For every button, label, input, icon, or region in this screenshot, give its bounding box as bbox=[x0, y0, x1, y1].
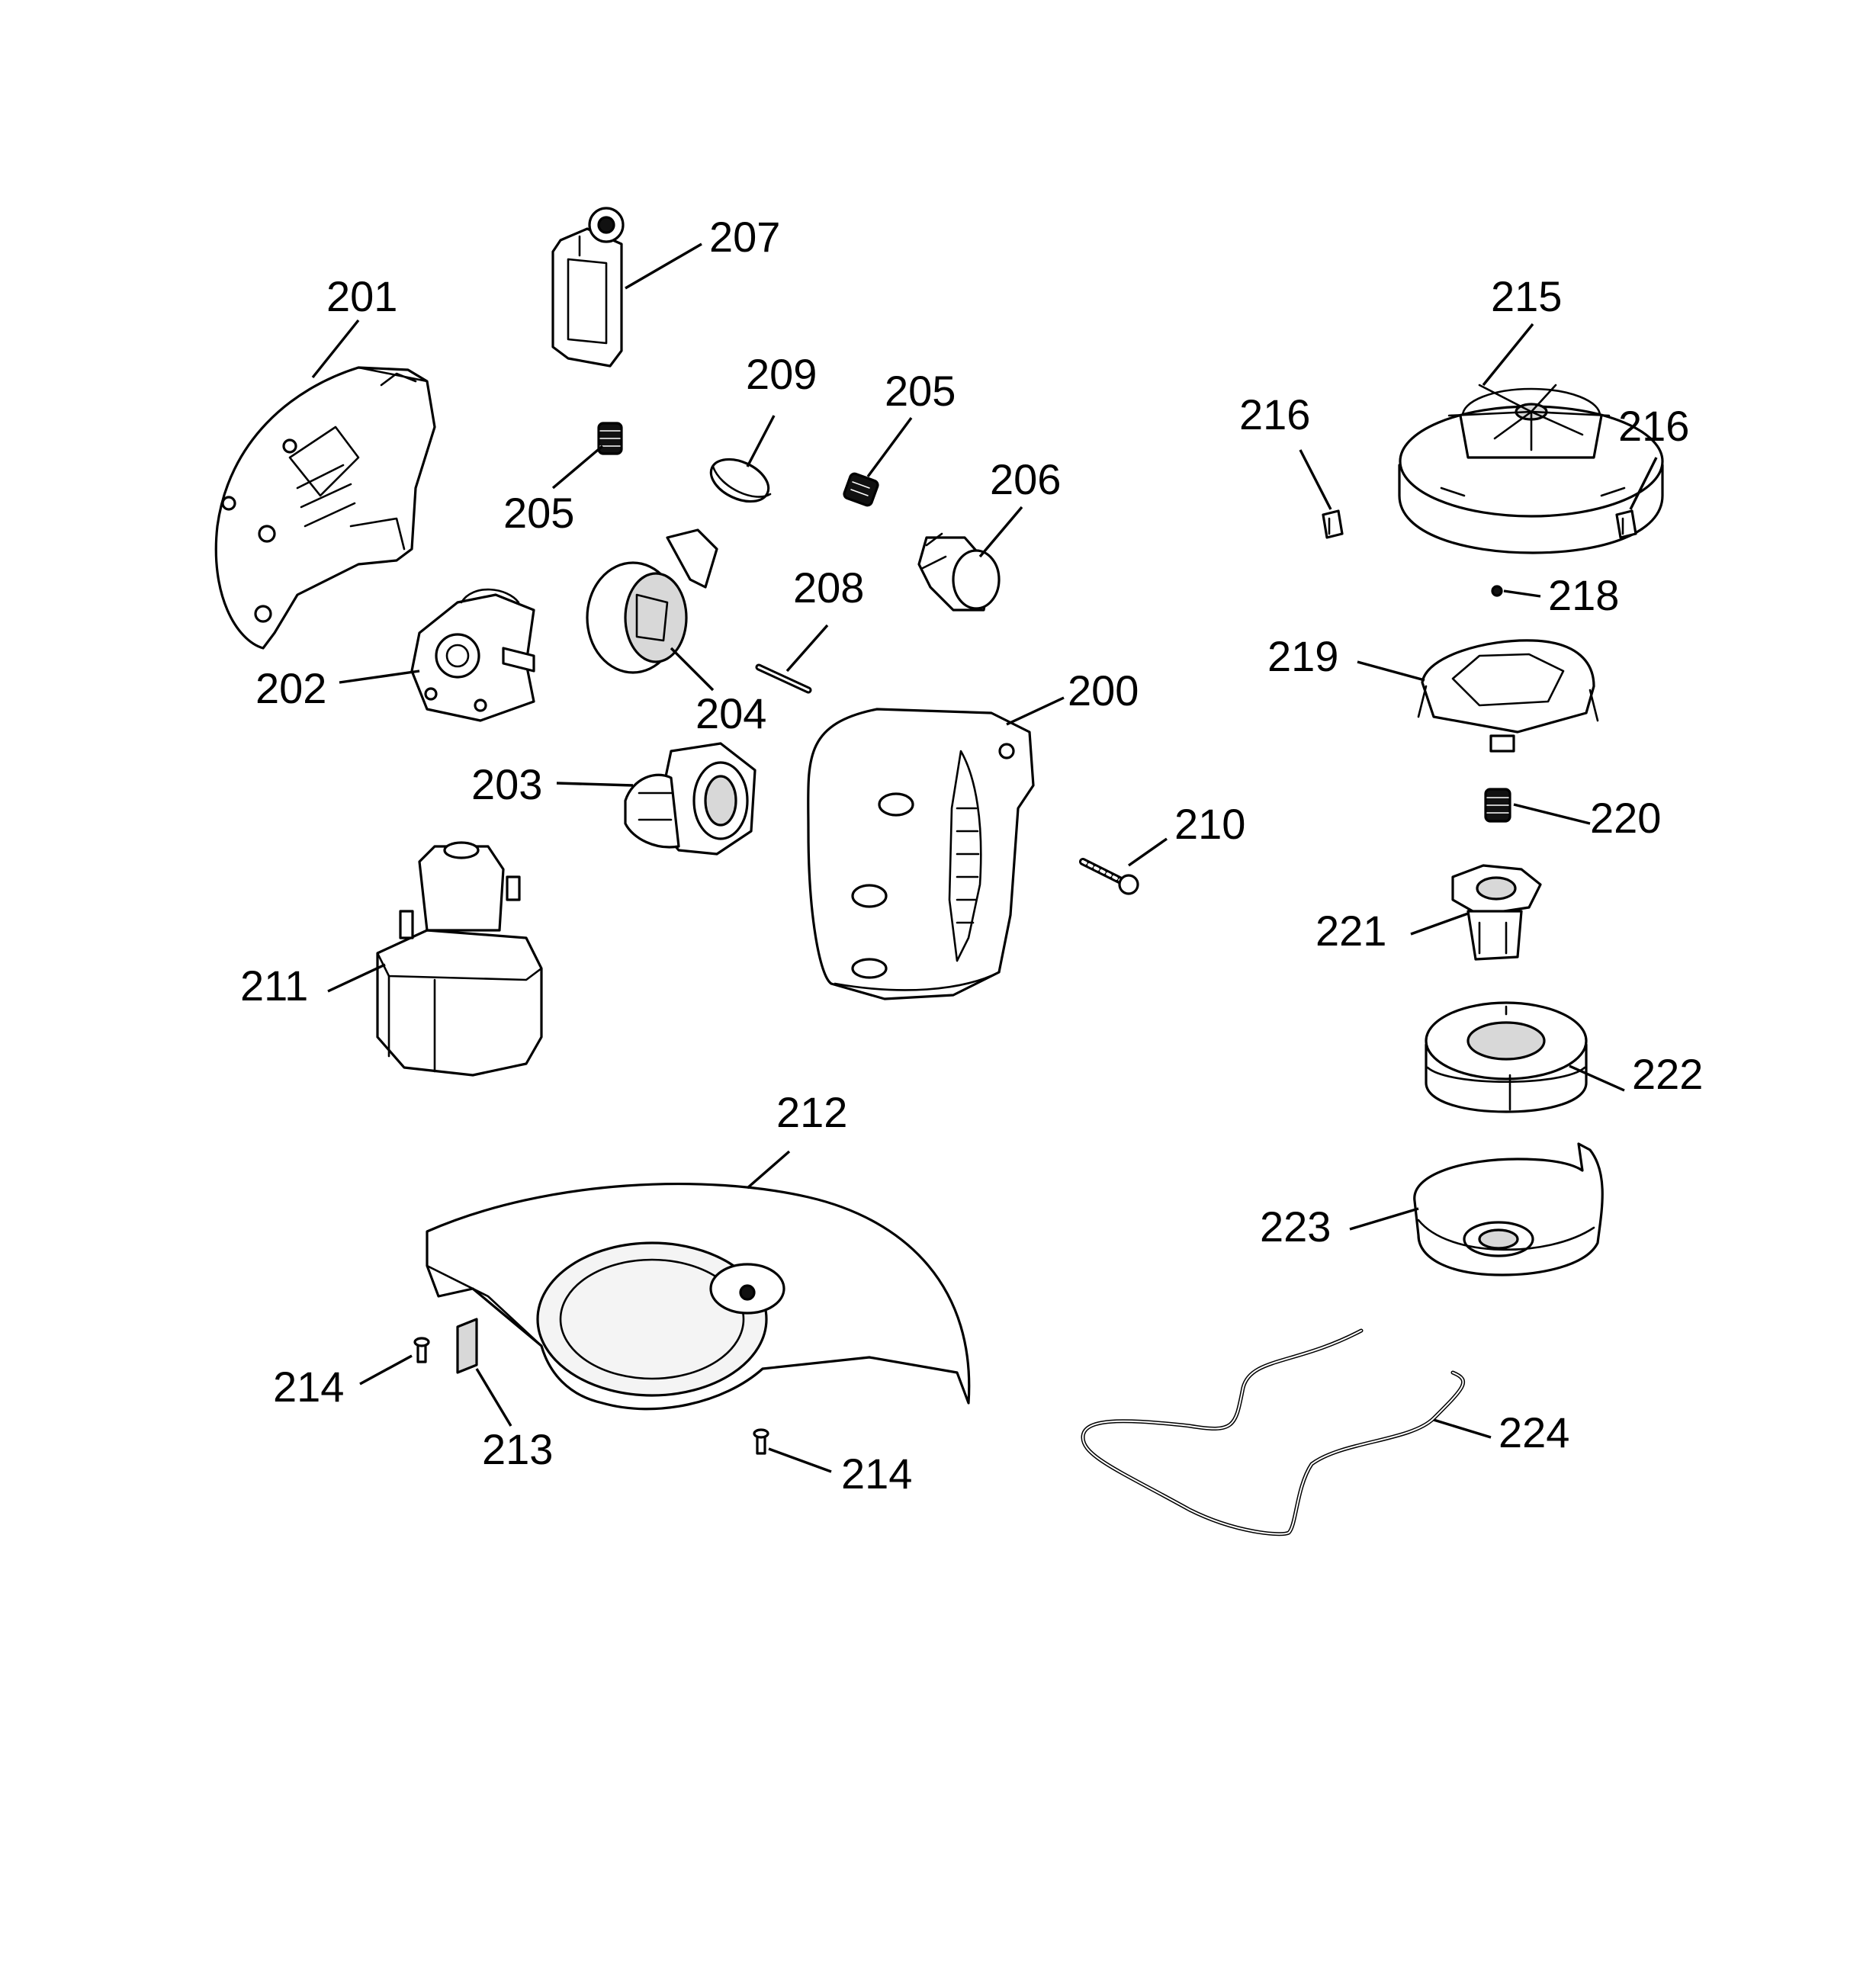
leader-209 bbox=[746, 415, 776, 467]
leader-208 bbox=[785, 624, 829, 673]
part-214-screw-right-drawing bbox=[753, 1428, 769, 1455]
part-202-gear-housing-drawing bbox=[410, 588, 535, 722]
callout-221: 221 bbox=[1315, 907, 1386, 955]
part-216-clip-left-drawing bbox=[1322, 509, 1344, 539]
callout-206: 206 bbox=[990, 455, 1061, 503]
leader-220 bbox=[1513, 803, 1591, 825]
leader-221 bbox=[1410, 912, 1469, 936]
callout-214-right: 214 bbox=[841, 1450, 912, 1498]
leader-204 bbox=[670, 647, 715, 692]
part-205-spring-right-drawing bbox=[843, 472, 879, 507]
callout-224: 224 bbox=[1499, 1408, 1569, 1456]
callout-212: 212 bbox=[776, 1088, 847, 1136]
leader-201 bbox=[311, 319, 360, 379]
leader-214a bbox=[359, 1354, 413, 1386]
callout-218: 218 bbox=[1548, 571, 1619, 619]
part-211-motor-drawing bbox=[376, 841, 543, 1077]
part-222-spool-drawing bbox=[1425, 1001, 1588, 1113]
part-220-spring-drawing bbox=[1484, 788, 1511, 823]
callout-205-left: 205 bbox=[503, 489, 574, 537]
part-208-pin-drawing bbox=[755, 663, 812, 694]
callout-207: 207 bbox=[709, 213, 780, 261]
callout-222: 222 bbox=[1632, 1050, 1703, 1098]
leader-205a bbox=[551, 445, 604, 490]
part-201-rear-housing-drawing bbox=[214, 366, 436, 650]
leader-216b bbox=[1629, 457, 1658, 510]
leader-210 bbox=[1128, 837, 1168, 867]
leader-lines bbox=[311, 242, 1658, 1473]
callout-205-right: 205 bbox=[885, 367, 956, 415]
callout-214-left: 214 bbox=[273, 1363, 344, 1411]
leader-213 bbox=[475, 1368, 512, 1427]
leader-200 bbox=[1006, 696, 1065, 726]
leader-211 bbox=[327, 963, 386, 993]
leader-207 bbox=[625, 242, 702, 290]
leader-202 bbox=[339, 670, 420, 684]
part-221-spool-hub-drawing bbox=[1451, 864, 1542, 961]
leader-223 bbox=[1349, 1207, 1419, 1231]
leader-224 bbox=[1433, 1418, 1492, 1439]
callout-219: 219 bbox=[1267, 632, 1338, 680]
part-205-spring-left-drawing bbox=[597, 422, 623, 455]
part-209-button-cap-drawing bbox=[709, 458, 772, 503]
callout-208: 208 bbox=[793, 564, 864, 612]
part-210-screw-drawing bbox=[1079, 858, 1139, 895]
callout-223: 223 bbox=[1260, 1203, 1331, 1251]
leader-214b bbox=[768, 1447, 832, 1473]
leader-216a bbox=[1299, 449, 1332, 510]
part-206-lock-button-drawing bbox=[917, 532, 1001, 612]
callout-220: 220 bbox=[1590, 794, 1661, 842]
part-215-fan-drawing bbox=[1398, 384, 1664, 554]
callout-200: 200 bbox=[1068, 666, 1139, 714]
part-204-collar-drawing bbox=[586, 528, 718, 674]
part-218-ball-drawing bbox=[1491, 585, 1503, 597]
part-212-guard-drawing bbox=[426, 1183, 971, 1411]
part-207-switch-frame-drawing bbox=[551, 207, 625, 368]
part-216-clip-right-drawing bbox=[1615, 509, 1637, 539]
callout-204: 204 bbox=[695, 689, 766, 737]
leader-218 bbox=[1503, 589, 1541, 598]
part-213-label-drawing bbox=[456, 1318, 478, 1374]
part-224-bail-wire-drawing bbox=[1081, 1328, 1466, 1536]
callout-210: 210 bbox=[1174, 800, 1245, 848]
callout-211: 211 bbox=[240, 962, 308, 1010]
callout-216-right: 216 bbox=[1618, 402, 1689, 450]
callout-201: 201 bbox=[326, 272, 397, 320]
callout-209: 209 bbox=[746, 350, 817, 398]
callout-216-left: 216 bbox=[1239, 390, 1310, 438]
part-203-coupling-drawing bbox=[624, 742, 757, 856]
leader-212 bbox=[746, 1150, 791, 1190]
callout-213: 213 bbox=[482, 1425, 553, 1473]
leader-203 bbox=[556, 782, 634, 787]
callout-labels: 200 201 202 203 204 205 205 206 207 208 … bbox=[240, 213, 1703, 1498]
leader-219 bbox=[1357, 660, 1425, 682]
callout-215: 215 bbox=[1491, 272, 1562, 320]
leader-206 bbox=[978, 506, 1023, 558]
callout-203: 203 bbox=[471, 760, 542, 808]
part-200-front-housing-drawing bbox=[807, 708, 1035, 1000]
part-223-spool-cover-drawing bbox=[1413, 1142, 1604, 1276]
part-214-screw-left-drawing bbox=[413, 1337, 430, 1363]
callout-202: 202 bbox=[255, 664, 326, 712]
leader-222 bbox=[1569, 1064, 1625, 1092]
leader-205b bbox=[866, 416, 913, 478]
part-219-spool-housing-drawing bbox=[1417, 639, 1599, 753]
leader-215 bbox=[1482, 323, 1534, 387]
